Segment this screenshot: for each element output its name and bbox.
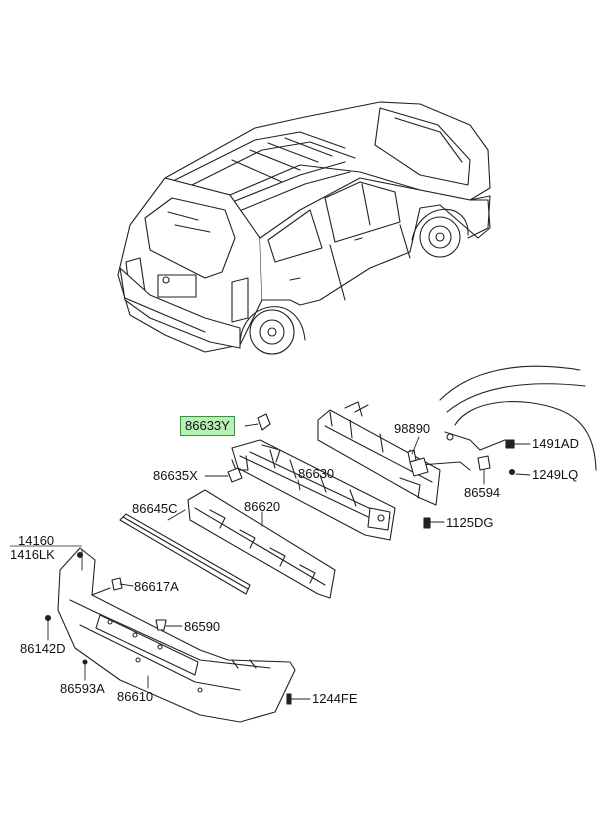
callout-86594: 86594: [464, 485, 501, 500]
callout-1416LK: 1416LK: [10, 547, 55, 562]
small-parts: [44, 413, 516, 705]
callout-14160: 14160: [18, 533, 55, 548]
callout-86630: 86630: [298, 466, 335, 481]
leader-lines: [47, 423, 531, 700]
callout-86610: 86610: [117, 689, 154, 704]
callout-86645C: 86645C: [132, 501, 178, 516]
callout-86617A: 86617A: [134, 579, 179, 594]
rear-frame: [317, 401, 471, 506]
callout-86142D: 86142D: [20, 641, 66, 656]
callout-1249LQ: 1249LQ: [532, 467, 579, 482]
vehicle-illustration: [117, 101, 491, 355]
callout-1244FE: 1244FE: [312, 691, 358, 706]
callout-86633Y[interactable]: 86633Y: [180, 416, 235, 436]
bumper-beam-86630: [231, 439, 396, 541]
callout-1125DG: 1125DG: [446, 515, 494, 530]
strip-86645C: [119, 513, 251, 595]
callout-98890: 98890: [394, 421, 431, 436]
callout-86620: 86620: [244, 499, 281, 514]
bumper-cover-86610: [57, 547, 296, 723]
callout-1491AD: 1491AD: [532, 436, 579, 451]
energy-absorber-86620: [187, 489, 336, 599]
callout-86590: 86590: [184, 619, 221, 634]
callout-86635X: 86635X: [153, 468, 198, 483]
callout-86593A: 86593A: [60, 681, 105, 696]
fender-illustration: [439, 365, 597, 471]
